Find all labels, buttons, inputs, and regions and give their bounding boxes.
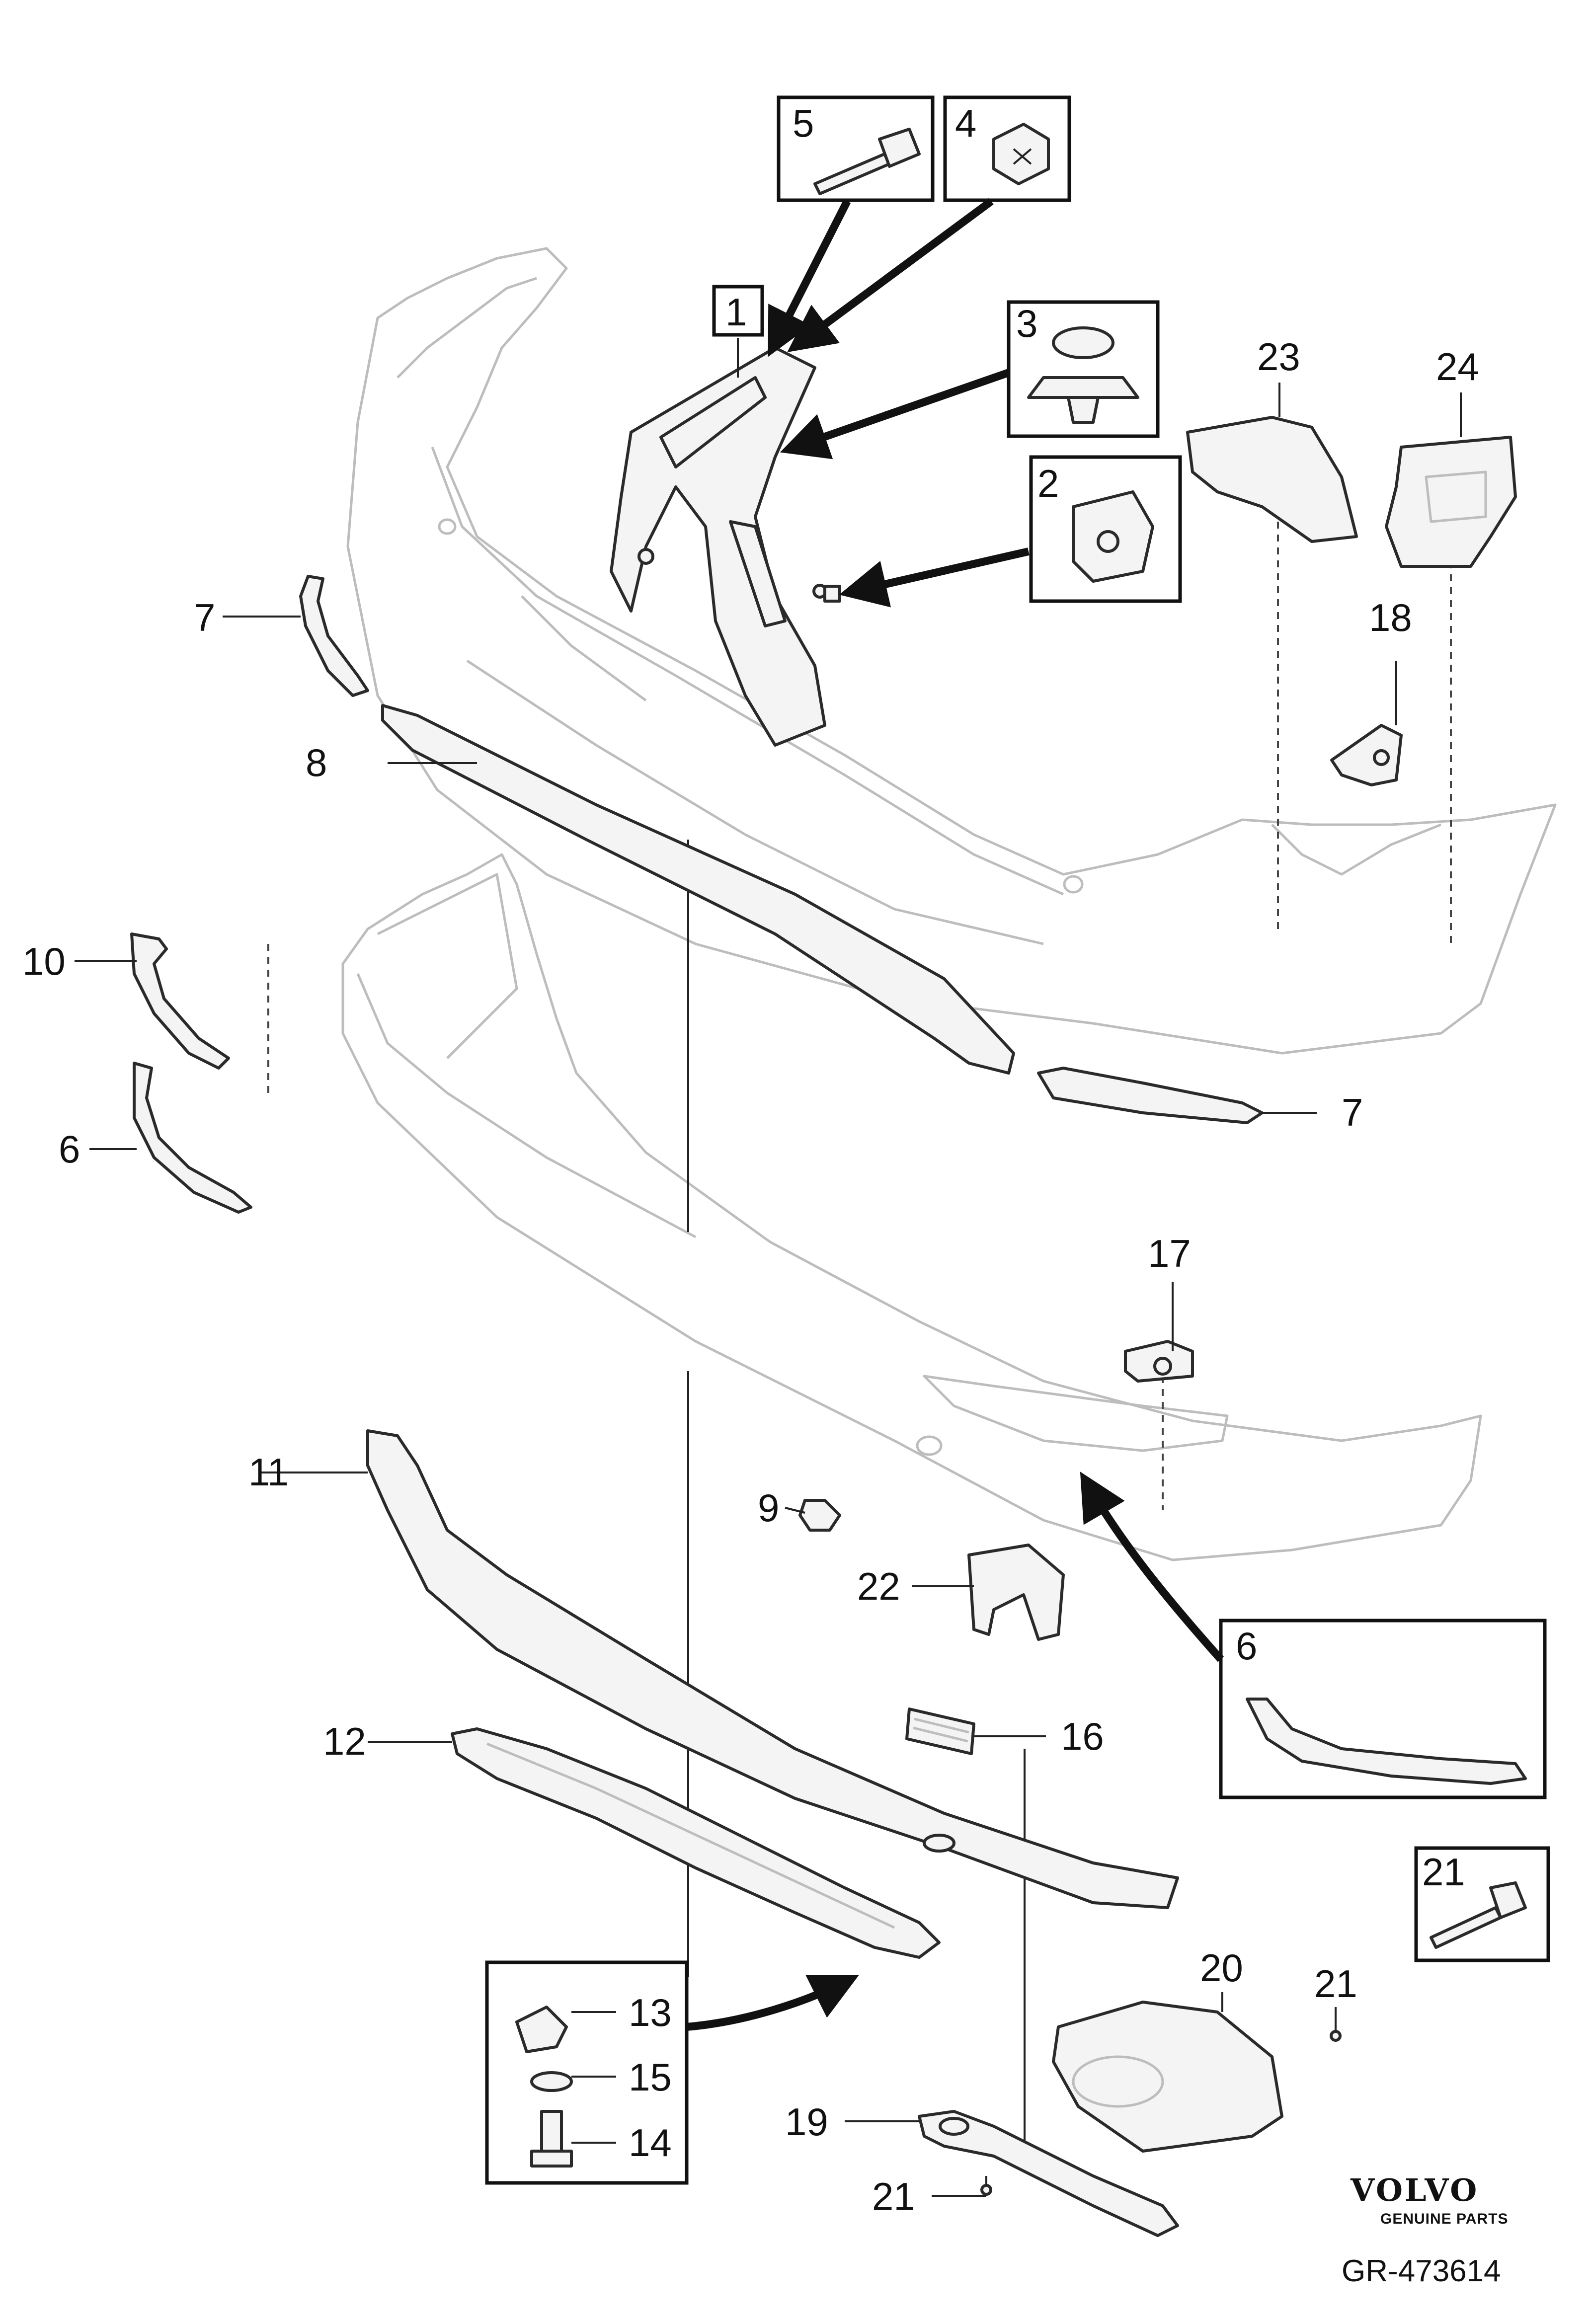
detail-box-4 xyxy=(943,95,1071,202)
bracket-part-18 xyxy=(1330,724,1403,786)
callout-6-left: 6 xyxy=(59,1127,80,1171)
strip-part-8 xyxy=(381,704,1015,1075)
callout-4: 4 xyxy=(955,101,976,145)
trim-part-7-left xyxy=(299,575,369,697)
screw-part-21-a xyxy=(1330,2030,1342,2042)
trim-part-6-left xyxy=(133,1062,252,1214)
assembly-lines xyxy=(267,522,1452,2146)
callout-6-detail: 6 xyxy=(1236,1624,1257,1668)
callout-12: 12 xyxy=(323,1719,366,1763)
callout-11: 11 xyxy=(248,1450,289,1494)
callout-14: 14 xyxy=(629,2121,672,2165)
callout-21-right: 21 xyxy=(1314,1962,1357,2006)
callout-19: 19 xyxy=(785,2100,828,2144)
callout-21-detail: 21 xyxy=(1422,1850,1465,1894)
bracket-part-23 xyxy=(1186,416,1358,543)
callout-7-left: 7 xyxy=(194,596,215,639)
trim-part-10 xyxy=(130,932,230,1070)
callout-20: 20 xyxy=(1200,1946,1243,1990)
callout-13: 13 xyxy=(629,1991,672,2034)
trim-part-7-right xyxy=(1037,1067,1264,1124)
callout-24: 24 xyxy=(1436,345,1479,388)
callout-8: 8 xyxy=(306,741,327,784)
beam-part-12 xyxy=(451,1727,941,1959)
bracket-part-24 xyxy=(1385,436,1517,568)
callout-box-1 xyxy=(712,285,764,337)
clip-installed xyxy=(823,585,841,603)
callout-1: 1 xyxy=(725,290,747,334)
bracket-part-22 xyxy=(967,1544,1065,1641)
upper-bumper-cover xyxy=(346,247,1557,1055)
detail-box-21 xyxy=(1414,1846,1550,1962)
callout-15: 15 xyxy=(629,2055,672,2099)
detail-box-2 xyxy=(1029,455,1182,603)
callout-2: 2 xyxy=(1037,462,1059,505)
pointer-arrows xyxy=(686,198,1224,2031)
callout-18: 18 xyxy=(1369,596,1412,639)
detail-box-5 xyxy=(777,95,935,202)
bracket-part-1 xyxy=(610,346,827,747)
detail-box-3 xyxy=(1007,300,1160,438)
callout-labels: 1 5 4 3 2 23 24 18 7 8 10 6 7 17 11 9 22… xyxy=(22,101,1479,2218)
tailpipe-part-20 xyxy=(1052,2001,1283,2153)
callout-5: 5 xyxy=(793,101,814,145)
callout-10: 10 xyxy=(22,939,66,983)
skirt-part-11 xyxy=(366,1429,1179,1909)
screw-part-21-b xyxy=(980,2184,992,2196)
callout-22: 22 xyxy=(857,1564,900,1608)
detail-box-hardware xyxy=(485,1960,689,2185)
detail-box-6 xyxy=(1219,1619,1547,1799)
callout-9: 9 xyxy=(758,1486,779,1530)
lower-bumper-cover xyxy=(341,853,1482,1561)
brand-subtitle: GENUINE PARTS xyxy=(1380,2211,1508,2227)
brand-logo: VOLVO xyxy=(1350,2172,1479,2208)
callout-16: 16 xyxy=(1061,1714,1104,1758)
callout-leaders xyxy=(75,338,1462,2197)
callout-17: 17 xyxy=(1148,1232,1191,1275)
cap-part-9 xyxy=(798,1499,841,1532)
diagram-reference: GR-473614 xyxy=(1342,2254,1501,2288)
callout-23: 23 xyxy=(1257,335,1300,379)
callout-3: 3 xyxy=(1016,302,1037,345)
callout-7-right: 7 xyxy=(1342,1090,1363,1134)
callout-21-bottom: 21 xyxy=(872,2174,915,2218)
bracket-part-19 xyxy=(918,2110,1179,2237)
